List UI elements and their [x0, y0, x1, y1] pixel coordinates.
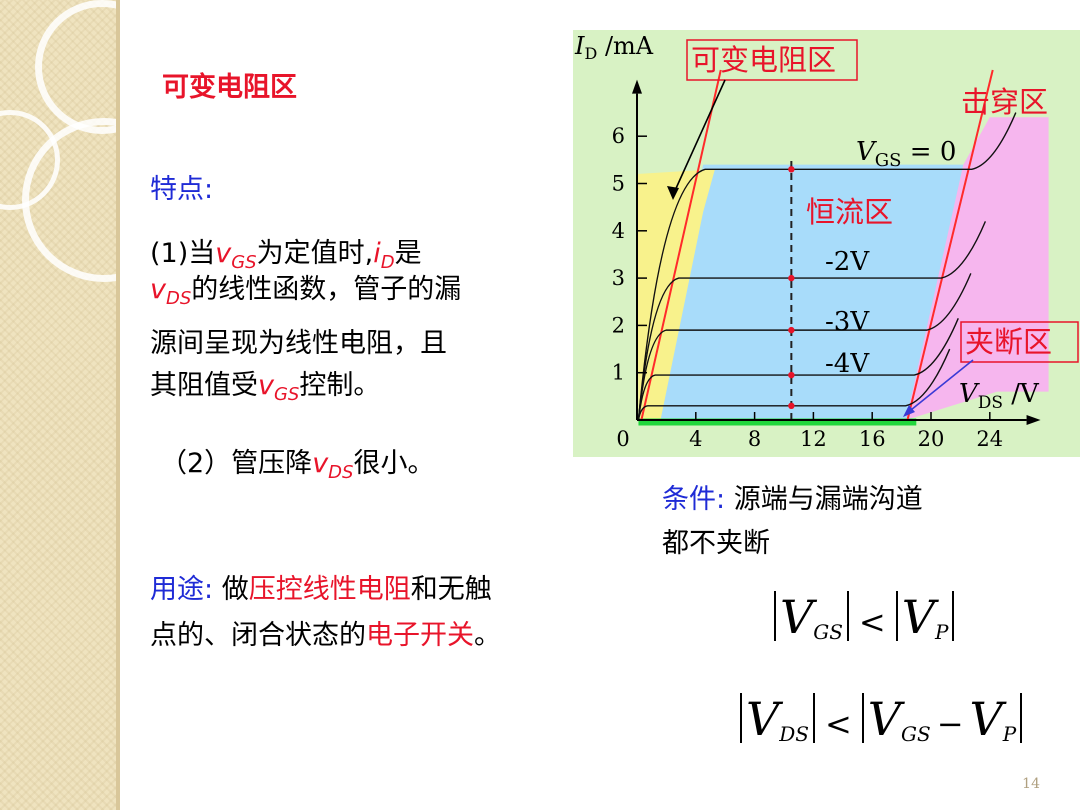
series-label: -4V — [825, 349, 870, 379]
y-axis-arrow — [632, 79, 642, 94]
x-axis-title: VDS /V — [959, 379, 1040, 413]
region-pointer-arrow — [672, 79, 726, 196]
y-tick-label: 4 — [612, 219, 625, 243]
slide-title: 可变电阻区 — [162, 72, 297, 103]
x-tick-label: 12 — [800, 427, 827, 451]
x-tick-label: 16 — [859, 427, 886, 451]
characteristic-curve — [637, 112, 1017, 421]
operating-point-dot — [788, 371, 795, 379]
region-label-pinch-off: 夹断区 — [965, 325, 1052, 359]
x-axis-arrow — [1026, 415, 1041, 425]
series-label: -2V — [825, 247, 870, 277]
y-tick-label: 6 — [612, 124, 625, 148]
constant-current-region — [651, 164, 964, 420]
x-tick-label: 8 — [748, 427, 761, 451]
x-tick-label: 20 — [918, 427, 945, 451]
page-number: 14 — [1022, 776, 1040, 792]
operating-point-dot — [788, 166, 795, 173]
x-tick-label: 4 — [689, 427, 702, 451]
region-label-frame — [960, 321, 1079, 363]
breakdown-region — [906, 117, 1049, 420]
region-label-variable-resistance: 可变电阻区 — [691, 43, 836, 77]
features-line-4: 其阻值受vGS控制。 — [150, 370, 381, 405]
features-line-1: (1)当vGS为定值时,iD是 — [150, 238, 422, 273]
condition-formula-1: VGS<VP — [770, 590, 958, 644]
usage-line-1: 用途: 做压控线性电阻和无触 — [150, 574, 492, 605]
x-tick-label: 0 — [616, 427, 629, 451]
series-label-vgs-0: VGS = 0 — [856, 137, 956, 171]
features-label: 特点: — [150, 174, 214, 205]
usage-line-2: 点的、闭合状态的电子开关。 — [150, 620, 501, 651]
region-label-constant-current: 恒流区 — [806, 195, 893, 229]
y-axis-title: ID /mA — [574, 32, 654, 63]
y-tick-label: 1 — [612, 361, 625, 385]
sidebar-edge — [116, 0, 120, 810]
breakdown-boundary-line — [906, 69, 994, 421]
operating-point-dot — [788, 402, 795, 410]
y-tick-label: 5 — [612, 172, 625, 196]
operating-point-dot — [788, 274, 795, 282]
characteristic-curve — [637, 348, 951, 421]
condition-line-2: 都不夹断 — [662, 528, 770, 559]
region-pointer-arrowhead — [903, 405, 915, 417]
region-label-breakdown: 击穿区 — [961, 85, 1048, 119]
region-pointer-arrowhead — [667, 186, 679, 200]
decorative-ring — [35, 0, 169, 134]
pinch-off-boundary-line — [640, 69, 722, 421]
characteristic-curve — [637, 221, 987, 421]
region-label-frame — [686, 39, 858, 81]
series-label: -3V — [825, 307, 870, 337]
condition-line-1: 条件: 源端与漏端沟道 — [662, 484, 923, 515]
features-line-2: vDS的线性函数，管子的漏 — [150, 274, 462, 309]
operating-point-dot — [788, 326, 795, 334]
y-tick-label: 3 — [612, 266, 625, 290]
features-line-3: 源间呈现为线性电阻，且 — [150, 328, 447, 359]
features-point-2: （2）管压降vDS很小。 — [160, 448, 435, 483]
condition-formula-2: VDS<VGS−VP — [736, 692, 1026, 746]
characteristic-curve — [637, 273, 972, 421]
characteristic-curve — [637, 318, 959, 421]
x-tick-label: 24 — [976, 427, 1003, 451]
y-tick-label: 2 — [612, 313, 625, 337]
decorative-sidebar — [0, 0, 186, 810]
region-pointer-arrow — [905, 359, 974, 415]
